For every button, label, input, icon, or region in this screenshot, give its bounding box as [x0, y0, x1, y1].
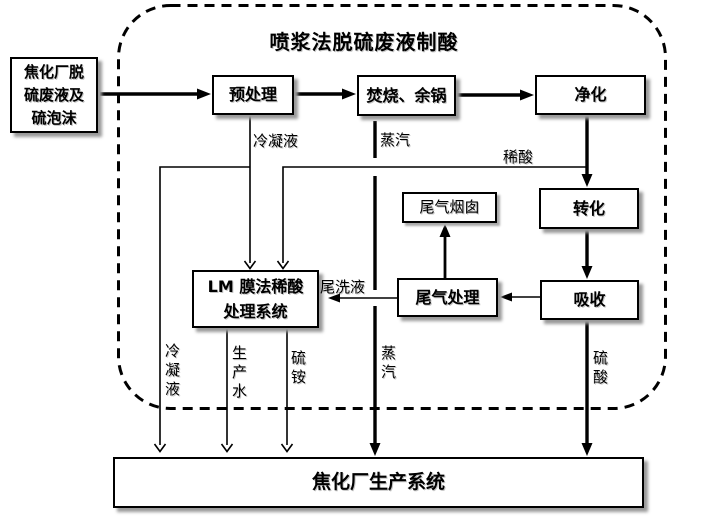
label-production-water: 生产水: [230, 345, 248, 402]
arrow-pretreatment-to-incineration: [294, 88, 356, 100]
node-source-line1: 焦化厂脱: [23, 62, 84, 81]
arrow-purification-to-conversion: [581, 114, 593, 187]
label-tail-wash-liquid: 尾洗液: [320, 278, 366, 296]
arrow-tailgas-to-chimney: [439, 224, 451, 278]
node-source-waste-liquid: 焦化厂脱 硫废液及 硫泡沫: [10, 57, 98, 133]
label-condensate-top: 冷凝液: [253, 132, 299, 150]
node-lm-membrane-system: LM 膜法稀酸 处理系统: [192, 270, 319, 328]
main-flow-arrows: [100, 88, 593, 456]
arrow-sulfuric-acid-to-coking-system: [581, 319, 593, 456]
label-condensate-left: 冷凝液: [163, 343, 181, 400]
node-tail-gas-chimney: 尾气烟囱: [402, 192, 497, 223]
arrow-absorption-to-tailgas-treatment: [500, 292, 540, 302]
label-ammonium-sulfate: 硫铵: [289, 350, 307, 388]
label-dilute-acid: 稀酸: [503, 148, 534, 166]
line-condensate-branch-to-coking-system: [153, 166, 250, 453]
label-steam-top: 蒸汽: [380, 131, 411, 149]
line-condensate-to-lm: [243, 115, 257, 270]
arrow-conversion-to-absorption: [581, 228, 593, 279]
node-lm-line1: LM 膜法稀酸: [207, 277, 304, 296]
diagram-title: 喷浆法脱硫废液制酸: [269, 30, 459, 54]
node-incineration-waste-boiler: 焚烧、余锅: [357, 75, 456, 116]
label-steam-bottom: 蒸汽: [379, 345, 397, 383]
node-coking-plant-production-system: 焦化厂生产系统: [113, 457, 644, 508]
process-boundary-dashed-border: [117, 4, 667, 410]
node-tail-gas-treatment: 尾气处理: [397, 278, 498, 317]
node-source-line3: 硫泡沫: [31, 108, 77, 127]
node-source-line2: 硫废液及: [23, 85, 84, 104]
node-conversion: 转化: [539, 188, 639, 229]
line-ammonium-sulfate-to-coking-system: [280, 328, 294, 453]
arrow-tailwash-to-lm: [328, 293, 397, 303]
node-purification: 净化: [535, 75, 646, 115]
secondary-flow-lines: [153, 115, 586, 453]
node-absorption: 吸收: [540, 280, 639, 320]
label-sulfuric-acid: 硫酸: [591, 350, 609, 388]
line-dilute-acid-to-lm: [276, 166, 586, 270]
node-lm-line2: 处理系统: [223, 302, 288, 321]
node-pretreatment: 预处理: [212, 75, 294, 115]
line-production-water-to-coking-system: [220, 328, 234, 453]
arrow-incineration-to-purification: [456, 89, 534, 101]
arrow-steam-to-coking-system: [369, 121, 381, 456]
arrow-source-to-pretreatment: [100, 88, 211, 100]
